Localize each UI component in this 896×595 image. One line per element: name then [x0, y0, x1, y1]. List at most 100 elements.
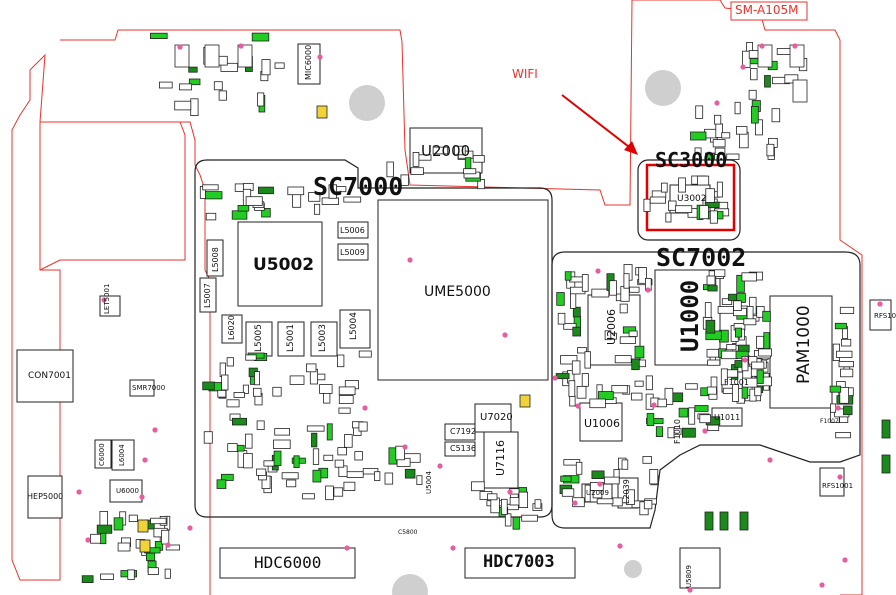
smd-component [272, 386, 282, 397]
smd-component [742, 377, 758, 388]
inductor [339, 309, 371, 349]
smd-component [584, 351, 591, 369]
smd-component [619, 303, 628, 314]
smd-component [643, 198, 651, 212]
passive [109, 479, 143, 503]
smd-component [667, 427, 675, 439]
smd-component [739, 511, 749, 531]
test-point-dot [139, 494, 145, 500]
smd-component [589, 398, 606, 409]
smd-component [326, 423, 333, 441]
smd-component [312, 469, 322, 483]
smd-component [634, 345, 645, 359]
inductor [199, 277, 217, 313]
chip-label-u2009: U2009 [586, 489, 609, 497]
inductor [206, 239, 224, 277]
smd-component [312, 448, 320, 465]
smd-component [830, 403, 837, 413]
smd-component [555, 373, 570, 380]
test-point-dot [344, 545, 350, 551]
wifi-label: WIFI [512, 67, 538, 81]
smd-component [257, 186, 274, 195]
smd-component [490, 497, 500, 514]
smd-component [646, 417, 664, 425]
test-point-dot [819, 582, 825, 588]
smd-component [619, 336, 636, 344]
smd-component [835, 431, 851, 439]
smd-component [243, 453, 253, 469]
smd-component [561, 488, 575, 497]
chip-label-u6000: U6000 [116, 487, 139, 495]
smd-component [763, 332, 770, 350]
test-point-dot [177, 44, 183, 50]
smd-component [147, 567, 159, 576]
mount-hole [624, 560, 642, 578]
chip-label-rfs10: RFS10 [874, 312, 896, 320]
smd-component [839, 386, 849, 404]
smd-component [735, 327, 743, 338]
smd-component [572, 326, 581, 337]
smd-component [631, 392, 643, 401]
smd-component [281, 472, 299, 480]
wifi-arrow-head [624, 141, 638, 155]
smd-component [164, 568, 171, 579]
smd-component [231, 417, 247, 426]
smd-component [416, 475, 423, 485]
chip-label-u5002: U5002 [253, 255, 315, 275]
inductor [337, 221, 369, 239]
smd-component [645, 375, 653, 391]
chip-pam1000 [769, 295, 833, 409]
smd-component [256, 468, 267, 476]
smd-component [736, 126, 748, 135]
inductor [310, 321, 338, 357]
smd-component [149, 32, 168, 40]
test-point-dot [792, 43, 798, 49]
test-point-dot [85, 537, 91, 543]
test-point-dot [740, 64, 746, 70]
smd-component [145, 552, 156, 561]
smd-component [338, 407, 351, 414]
smd-component [227, 443, 238, 453]
board-outline [11, 0, 863, 595]
smd-component [99, 510, 108, 526]
smd-component [631, 358, 640, 371]
smd-component [591, 288, 610, 298]
smd-component [623, 273, 630, 289]
smd-component [204, 191, 223, 200]
smd-component [137, 519, 149, 533]
smd-component [237, 204, 250, 212]
smd-component [226, 399, 240, 408]
passive [444, 441, 476, 457]
smd-component [675, 205, 693, 213]
smd-component [714, 114, 722, 125]
smd-component [726, 369, 738, 378]
smd-component [158, 81, 173, 89]
smd-component [328, 184, 337, 199]
smd-component [741, 272, 758, 282]
smd-component [699, 414, 711, 424]
smd-component [216, 479, 227, 489]
chip-label-l6004: L6004 [118, 444, 126, 466]
smd-component [337, 447, 347, 456]
smd-component [202, 184, 219, 191]
smd-component [179, 83, 193, 91]
smd-component [251, 32, 270, 42]
smd-component [534, 499, 542, 509]
smd-component [750, 68, 758, 81]
smd-component [881, 454, 891, 474]
smd-component [726, 153, 740, 160]
test-point-dot [877, 301, 883, 307]
smd-component [668, 200, 677, 211]
chip-label-u1006: U1006 [584, 417, 621, 430]
chip-label-l2039: L2039 [622, 479, 631, 504]
smd-component [487, 493, 498, 501]
smd-component [665, 212, 672, 223]
chip-label-con7001: CON7001 [28, 371, 72, 381]
test-point-dot [362, 405, 368, 411]
smd-component [338, 395, 354, 404]
smd-component [471, 481, 485, 492]
smd-component [649, 196, 667, 204]
chip-label-u5004: U5004 [425, 471, 433, 494]
smd-component [518, 491, 529, 509]
